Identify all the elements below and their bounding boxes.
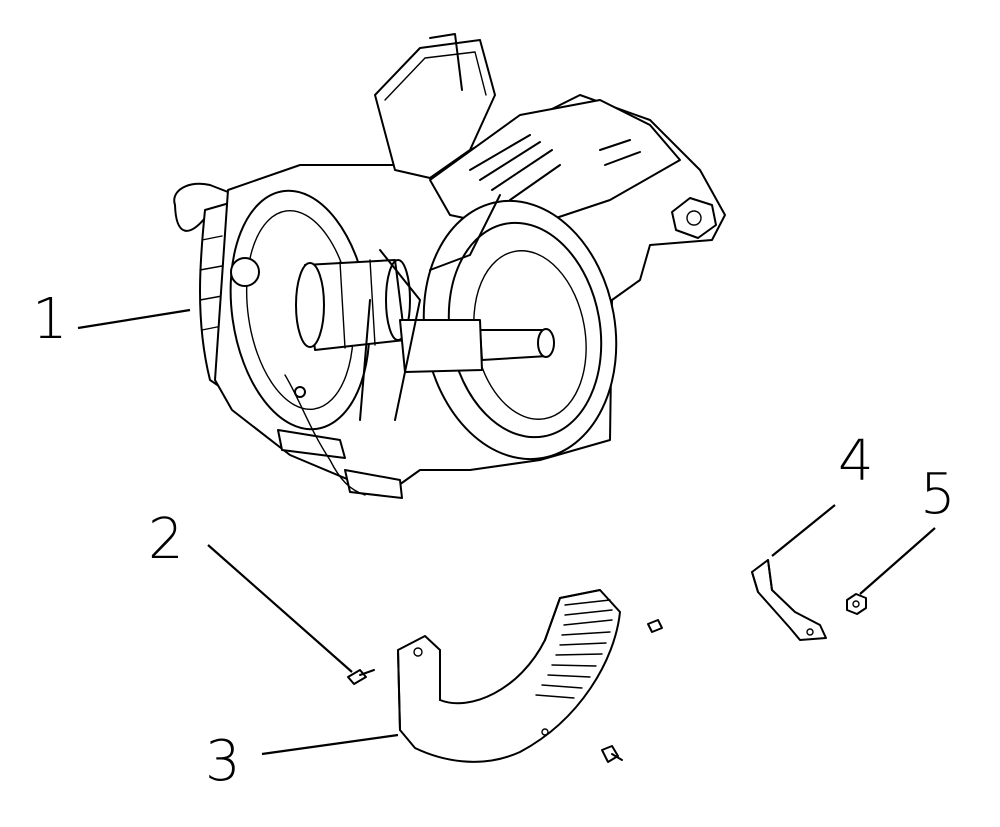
- callout-label-2: 2: [148, 507, 184, 572]
- screw-part-2: [347, 669, 375, 685]
- nut-part-5: [846, 593, 867, 615]
- leader-line-4: [771, 504, 836, 557]
- leader-line-2: [207, 544, 353, 673]
- leader-line-1: [77, 308, 191, 330]
- shroud-guard-part-3: [397, 589, 621, 763]
- callout-label-5: 5: [920, 462, 956, 527]
- screw-small-upper: [647, 619, 663, 633]
- leader-line-3: [261, 733, 399, 756]
- engine-assembly: [173, 33, 726, 499]
- callout-label-3: 3: [205, 729, 241, 794]
- leader-line-5: [859, 527, 936, 595]
- screw-small-lower: [601, 745, 623, 763]
- bracket-part-4: [751, 559, 827, 641]
- callout-label-4: 4: [838, 429, 874, 494]
- callout-label-1: 1: [32, 287, 68, 352]
